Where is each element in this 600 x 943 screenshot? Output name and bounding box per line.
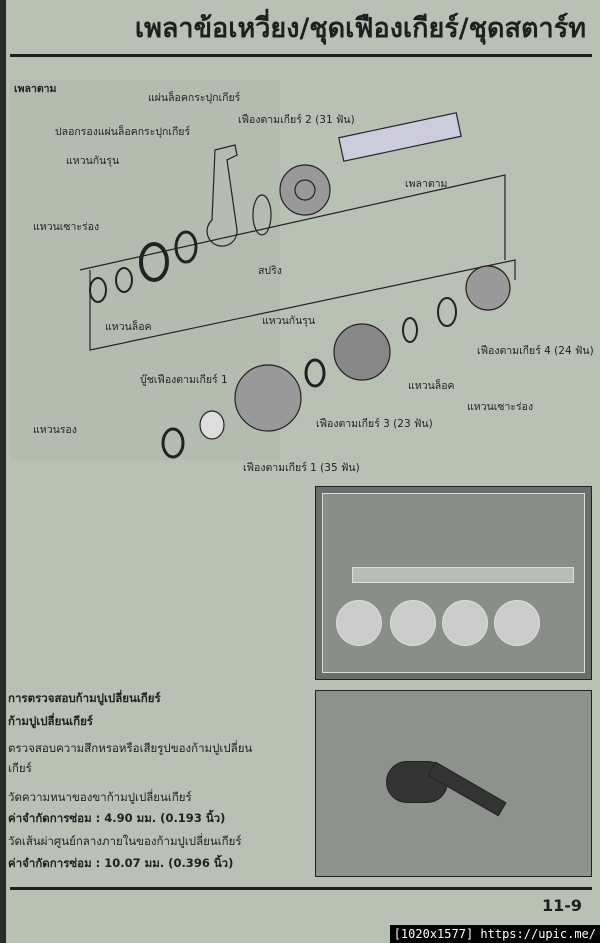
label-lock-ring-2: แหวนล็อค [408, 380, 455, 392]
gear1-part [234, 364, 302, 432]
label-spring: สปริง [258, 265, 282, 277]
inspection-text-3: วัดเส้นผ่าศูนย์กลางภายในของก้ามปูเปลี่ยน… [8, 834, 242, 848]
label-snap-ring-1: แหวนเซาะร่อง [33, 221, 100, 233]
label-gear4: เฟืองตามเกียร์ 4 (24 ฟัน) [477, 345, 594, 357]
page-title: เพลาข้อเหวี่ยง/ชุดเฟืองเกียร์/ชุดสตาร์ท [134, 13, 586, 44]
washer-part [161, 427, 185, 459]
label-thrust-washer-1: แหวนกันรุน [66, 155, 120, 167]
collar-part [174, 230, 198, 264]
watermark: [1020x1577] https://upic.me/ [389, 925, 600, 943]
label-lock-plate: แผ่นล็อคกระปุกเกียร์ [148, 92, 241, 104]
lock-ring-2-part [402, 317, 418, 343]
bushing-part [199, 410, 225, 440]
inspection-text-2: วัดความหนาของขาก้ามปูเปลี่ยนเกียร์ [8, 790, 192, 804]
inspection-text-1b: เกียร์ [8, 761, 32, 775]
label-bushing: บู๊ชเฟืองตามเกียร์ 1 [140, 374, 228, 386]
countershaft-part [338, 112, 462, 162]
gear2-part [279, 164, 331, 216]
page-edge [0, 0, 6, 943]
label-gear1: เฟืองตามเกียร์ 1 (35 ฟัน) [243, 462, 360, 474]
service-limit-1: ค่าจำกัดการซ่อม : 4.90 มม. (0.193 นิ้ว) [8, 811, 226, 825]
inspection-text-1: ตรวจสอบความสึกหรอหรือเสียรูปของก้ามปูเปล… [8, 741, 253, 755]
gear3-part [333, 323, 391, 381]
snap-ring-2-part [437, 297, 457, 327]
assembly-bracket-top [79, 174, 506, 271]
title-divider [10, 54, 592, 57]
exploded-diagram [10, 80, 516, 460]
shift-drum-photo [315, 486, 592, 680]
label-lock-ring-1: แหวนล็อค [105, 321, 152, 333]
assembly-bracket [89, 259, 516, 351]
spring-part [252, 194, 272, 236]
label-snap-ring-2: แหวนเซาะร่อง [467, 401, 534, 413]
label-gear2: เฟืองตามเกียร์ 2 (31 ฟัน) [238, 114, 355, 126]
inspection-subheading: ก้ามปูเปลี่ยนเกียร์ [8, 714, 93, 728]
lock-ring-part [115, 267, 133, 293]
lock-plate-part [206, 144, 238, 247]
section-label: เพลาตาม [14, 83, 57, 95]
thrust-washer-part [139, 242, 169, 282]
footer-divider [10, 887, 592, 890]
thrust-washer-2-part [304, 358, 326, 388]
shift-fork-photo [315, 690, 592, 877]
label-washer: แหวนรอง [33, 424, 77, 436]
snap-ring-part [89, 277, 107, 303]
inspection-heading: การตรวจสอบก้ามปูเปลี่ยนเกียร์ [8, 691, 161, 705]
label-countershaft: เพลาตาม [405, 178, 448, 190]
label-lock-plate-collar: ปลอกรองแผ่นล็อคกระปุกเกียร์ [55, 126, 191, 138]
page-number: 11-9 [541, 896, 582, 915]
gear4-part [465, 265, 511, 311]
gear2-hub [294, 179, 316, 201]
service-limit-2: ค่าจำกัดการซ่อม : 10.07 มม. (0.396 นิ้ว) [8, 856, 234, 870]
label-gear3: เฟืองตามเกียร์ 3 (23 ฟัน) [316, 418, 433, 430]
label-thrust-washer-2: แหวนกันรุน [262, 315, 316, 327]
